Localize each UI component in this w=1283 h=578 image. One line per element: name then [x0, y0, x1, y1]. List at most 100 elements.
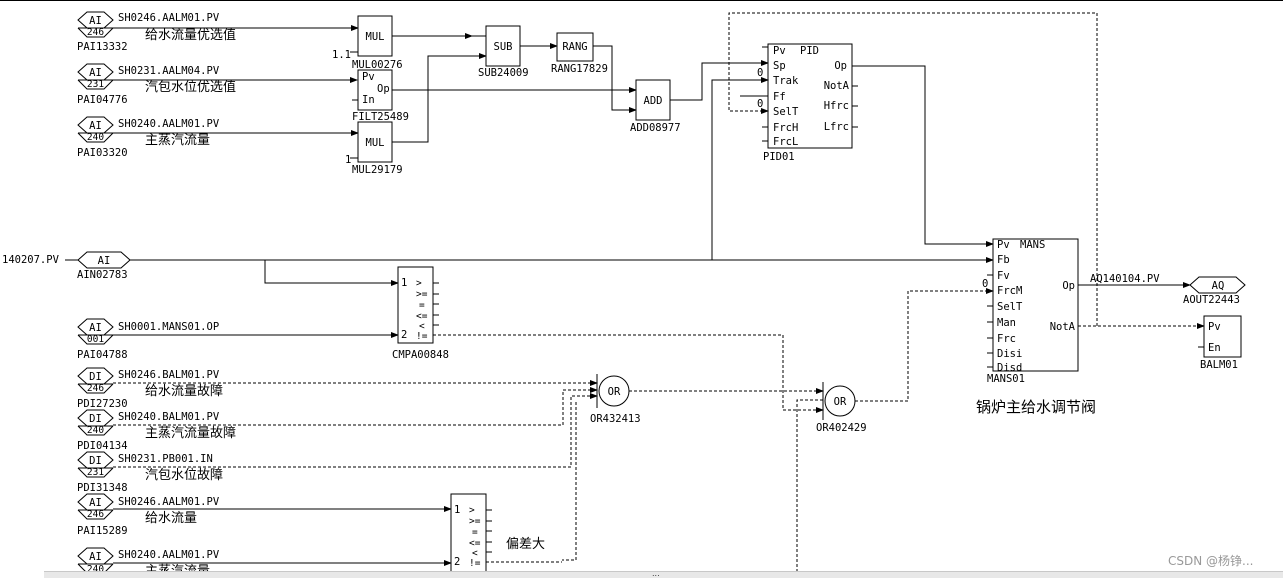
- input-pai03320[interactable]: AI 240 SH0240.AALM01.PV 主蒸汽流量 PAI03320: [77, 116, 220, 159]
- block-filt25489[interactable]: Pv In Op FILT25489: [352, 69, 409, 123]
- zero-trak: 0: [757, 67, 763, 79]
- wire: [593, 45, 637, 113]
- pin-op: Op: [834, 60, 847, 72]
- block-add08977[interactable]: ADD ADD08977: [630, 79, 681, 134]
- pin-lfrc: Lfrc: [824, 121, 849, 133]
- io-id: AOUT22443: [1183, 294, 1240, 306]
- io-desc: 主蒸汽流量: [145, 133, 210, 148]
- scrollbar-grip-icon[interactable]: ...: [652, 569, 660, 578]
- wire: [392, 53, 487, 143]
- block-id: PID01: [763, 151, 795, 163]
- block-label: SUB: [494, 41, 513, 53]
- wire: [670, 60, 769, 101]
- pin-pv: Pv: [362, 71, 375, 83]
- horizontal-scrollbar[interactable]: [44, 571, 1283, 578]
- input-pdi31348[interactable]: DI 231 SH0231.PB001.IN 汽包水位故障 PDI31348: [77, 451, 223, 494]
- io-kind: AI: [89, 322, 102, 334]
- io-kind: DI: [89, 455, 102, 467]
- block-sub24009[interactable]: SUB SUB24009: [478, 25, 529, 79]
- pin-hfrc: Hfrc: [824, 100, 849, 112]
- op-gt: >: [469, 505, 475, 516]
- block-mul00276[interactable]: MUL 1.1 MUL00276: [332, 15, 403, 71]
- block-mul29179[interactable]: MUL 1 MUL29179: [345, 121, 403, 176]
- input-pdi04134[interactable]: DI 240 SH0240.BALM01.PV 主蒸汽流量故障 PDI04134: [77, 409, 236, 452]
- io-num: 240: [87, 564, 104, 575]
- pin-sp: Sp: [773, 60, 786, 72]
- zero-selt: 0: [757, 98, 763, 110]
- op-le: <=: [469, 538, 481, 549]
- wire-trak: [711, 77, 769, 260]
- block-id: OR432413: [590, 413, 641, 425]
- block-pid01[interactable]: Pv PID Sp Trak Ff SelT FrcH FrcL Op NotA…: [757, 43, 853, 163]
- block-cmpa00848[interactable]: 1 2 > >= = <= < != CMPA00848: [392, 266, 449, 361]
- io-num: 001: [87, 334, 104, 345]
- io-kind: AI: [89, 497, 102, 509]
- io-num: 240: [87, 425, 104, 436]
- input-pai04776[interactable]: AI 231 SH0231.AALM04.PV 汽包水位优选值 PAI04776: [77, 63, 236, 106]
- io-tag: SH0231.AALM04.PV: [118, 65, 220, 77]
- op-gt: >: [416, 278, 422, 289]
- io-num: 246: [87, 509, 104, 520]
- io-id: PAI03320: [77, 147, 128, 159]
- pin-in2: 2: [401, 329, 407, 341]
- block-id: CMPA00848: [392, 349, 449, 361]
- cmp-pin-ticks: [433, 282, 439, 326]
- pin-in1: 1: [401, 277, 407, 289]
- block-id: MANS01: [987, 373, 1025, 385]
- io-kind: DI: [89, 413, 102, 425]
- block-or402429[interactable]: OR OR402429: [816, 382, 867, 434]
- op-ge: >=: [469, 516, 481, 527]
- cmp-bottom-pin-ticks: [486, 509, 492, 553]
- io-id: PAI15289: [77, 525, 128, 537]
- block-balm01[interactable]: Pv En BALM01: [1200, 315, 1242, 371]
- op-lt: <: [472, 548, 478, 559]
- op-le: <=: [416, 311, 428, 322]
- mans-caption: 锅炉主给水调节阀: [976, 398, 1096, 416]
- block-label: OR: [834, 396, 847, 408]
- block-id: ADD08977: [630, 122, 681, 134]
- pin-en: En: [1208, 342, 1221, 354]
- input-pai13332[interactable]: AI 246 SH0246.AALM01.PV 给水流量优选值 PAI13332: [77, 11, 236, 53]
- pin-fv: Fv: [997, 270, 1010, 282]
- block-cmp-bottom[interactable]: 1 2 > >= = <= < !=: [450, 493, 487, 575]
- pin-in: In: [362, 94, 375, 106]
- block-const: 1: [345, 154, 351, 166]
- block-label: MUL: [366, 137, 385, 149]
- output-aout22443[interactable]: AQ140104.PV AQ AOUT22443: [1090, 273, 1246, 306]
- watermark: CSDN @杨铮...: [1168, 554, 1254, 568]
- io-tag: SH0246.BALM01.PV: [118, 369, 220, 381]
- io-kind: AI: [89, 67, 102, 79]
- io-tag: SH0240.AALM01.PV: [118, 549, 220, 561]
- input-pai04788[interactable]: AI 001 SH0001.MANS01.OP PAI04788: [77, 318, 219, 361]
- block-label: ADD: [644, 95, 663, 107]
- wire: [113, 387, 598, 426]
- io-num: 240: [87, 132, 104, 143]
- io-desc: 给水流量: [145, 511, 197, 526]
- io-tag: AQ140104.PV: [1090, 273, 1160, 285]
- block-id: MUL00276: [352, 59, 403, 71]
- io-desc: 汽包水位故障: [145, 468, 223, 483]
- pin-disi: Disi: [997, 348, 1022, 360]
- block-id: FILT25489: [352, 111, 409, 123]
- block-const: 1.1: [332, 49, 351, 61]
- input-ain02783[interactable]: 140207.PV AI AIN02783: [2, 251, 131, 281]
- io-kind: AQ: [1212, 280, 1225, 292]
- zero-frcm: 0: [982, 278, 988, 290]
- wire-or2-out: [855, 288, 994, 402]
- io-desc: 主蒸汽流量故障: [145, 426, 236, 441]
- op-ne: !=: [469, 558, 481, 569]
- block-rang17829[interactable]: RANG RANG17829: [551, 32, 608, 75]
- block-or432413[interactable]: OR OR432413: [590, 374, 641, 425]
- wire: [113, 393, 598, 468]
- block-id: SUB24009: [478, 67, 529, 79]
- wire-selt-dashed: [728, 12, 1098, 326]
- pid-title: PID: [800, 45, 819, 57]
- io-tag: SH0246.AALM01.PV: [118, 12, 220, 24]
- input-pai15289[interactable]: AI 246 SH0246.AALM01.PV 给水流量 PAI15289: [77, 493, 220, 537]
- mans-title: MANS: [1020, 239, 1045, 251]
- block-mans01[interactable]: Pv MANS Fb Fv FrcM SelT Man Frc Disi Dis…: [982, 238, 1079, 385]
- pin-frc: Frc: [997, 333, 1016, 345]
- input-pdi27230[interactable]: DI 246 SH0246.BALM01.PV 给水流量故障 PDI27230: [77, 367, 223, 410]
- io-id: PAI04788: [77, 349, 128, 361]
- wire: [562, 402, 577, 561]
